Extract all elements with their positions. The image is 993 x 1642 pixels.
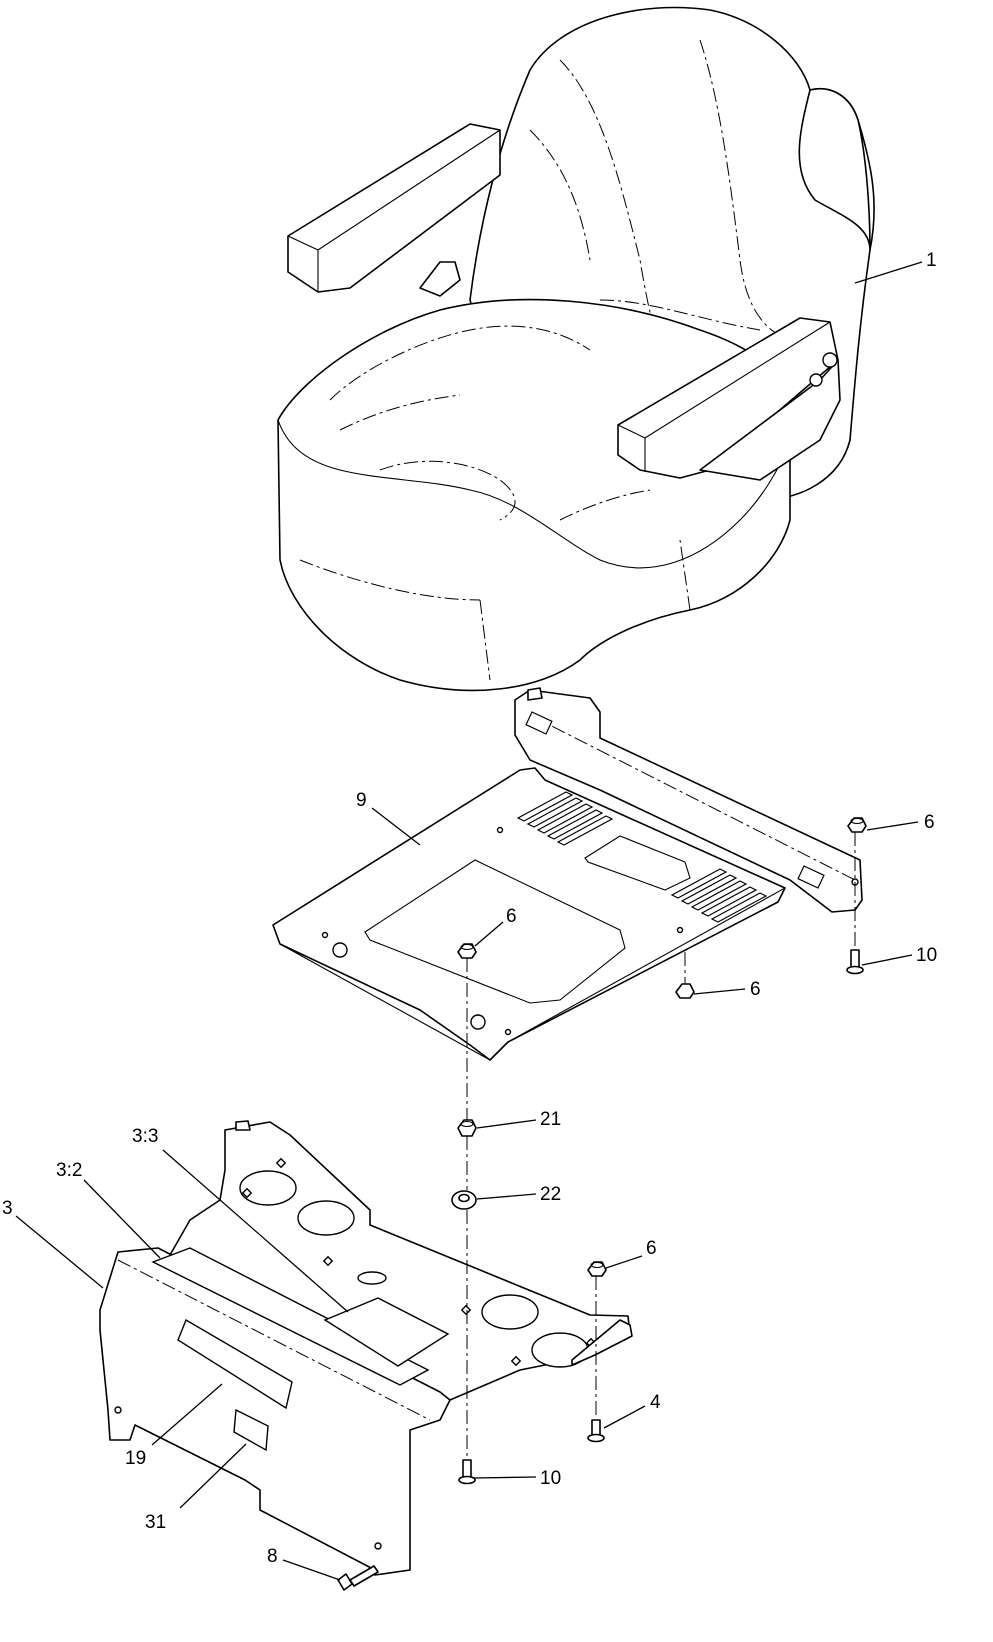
base-hole-2 xyxy=(297,1200,355,1236)
bolt-4 xyxy=(587,1419,605,1443)
nut-6-center xyxy=(457,943,477,959)
seat-plate-body xyxy=(272,767,786,1061)
seat-plate-rail xyxy=(514,689,863,913)
nut-6-under-plate xyxy=(675,983,695,999)
armrest-pivot xyxy=(809,373,823,387)
keyhole-bottom xyxy=(470,1014,486,1030)
callout-22: 22 xyxy=(540,1184,561,1205)
nut-21 xyxy=(457,1119,477,1137)
washer-22 xyxy=(451,1190,477,1210)
seat-plate xyxy=(272,687,863,1061)
callout-3: 3 xyxy=(2,1198,13,1219)
base-hole-3 xyxy=(481,1294,539,1330)
seat-plate-small-window xyxy=(584,835,691,891)
fasteners xyxy=(337,817,867,1591)
callout-8: 8 xyxy=(267,1546,278,1567)
vent-slots-lower xyxy=(670,868,768,923)
bolt-10-right xyxy=(846,949,864,975)
callout-6-center: 6 xyxy=(506,906,517,927)
base-stud xyxy=(235,1120,251,1131)
callout-9: 9 xyxy=(356,790,367,811)
callout-21: 21 xyxy=(540,1109,561,1130)
base-slot xyxy=(357,1271,387,1285)
seat-base xyxy=(99,1120,633,1576)
callout-3-3: 3:3 xyxy=(132,1126,158,1147)
keyhole-left xyxy=(332,942,348,958)
decal-19 xyxy=(177,1318,293,1410)
base-right-bracket xyxy=(571,1319,633,1366)
armrest-knob xyxy=(822,352,838,368)
callout-6-right: 6 xyxy=(924,812,935,833)
leader-lines xyxy=(15,261,923,1581)
callout-10-lower: 10 xyxy=(540,1468,561,1489)
callout-6-base: 6 xyxy=(646,1238,657,1259)
rail-slot-left xyxy=(525,711,553,735)
seat-cushion xyxy=(277,298,791,692)
callout-1: 1 xyxy=(926,250,937,271)
decal-3-2 xyxy=(151,1247,430,1386)
callout-6-under-plate: 6 xyxy=(750,979,761,1000)
screw-8 xyxy=(337,1565,379,1591)
base-hole-1 xyxy=(239,1170,297,1206)
assembly-lines xyxy=(466,832,856,1458)
seat-backrest-side xyxy=(798,88,871,251)
vent-slots-upper xyxy=(516,791,614,846)
left-armrest-hinge xyxy=(419,261,461,297)
nut-6-base xyxy=(587,1261,607,1277)
callout-10-right: 10 xyxy=(916,945,937,966)
callout-labels: 1 9 6 6 6 10 21 22 3:3 3:2 3 6 4 19 10 3… xyxy=(2,250,937,1567)
callout-3-2: 3:2 xyxy=(56,1160,82,1181)
callout-4: 4 xyxy=(650,1392,661,1413)
bolt-10-lower xyxy=(458,1459,476,1485)
decal-31 xyxy=(233,1408,269,1452)
callout-19: 19 xyxy=(125,1448,146,1469)
seat-plate-window xyxy=(364,859,626,1004)
rail-stud-top xyxy=(527,687,543,701)
left-armrest xyxy=(287,123,501,293)
decal-3-3 xyxy=(323,1297,450,1367)
nut-6-right xyxy=(847,817,867,833)
rail-slot-right xyxy=(797,865,825,889)
seat-assembly xyxy=(277,6,875,692)
callout-31: 31 xyxy=(145,1512,166,1533)
